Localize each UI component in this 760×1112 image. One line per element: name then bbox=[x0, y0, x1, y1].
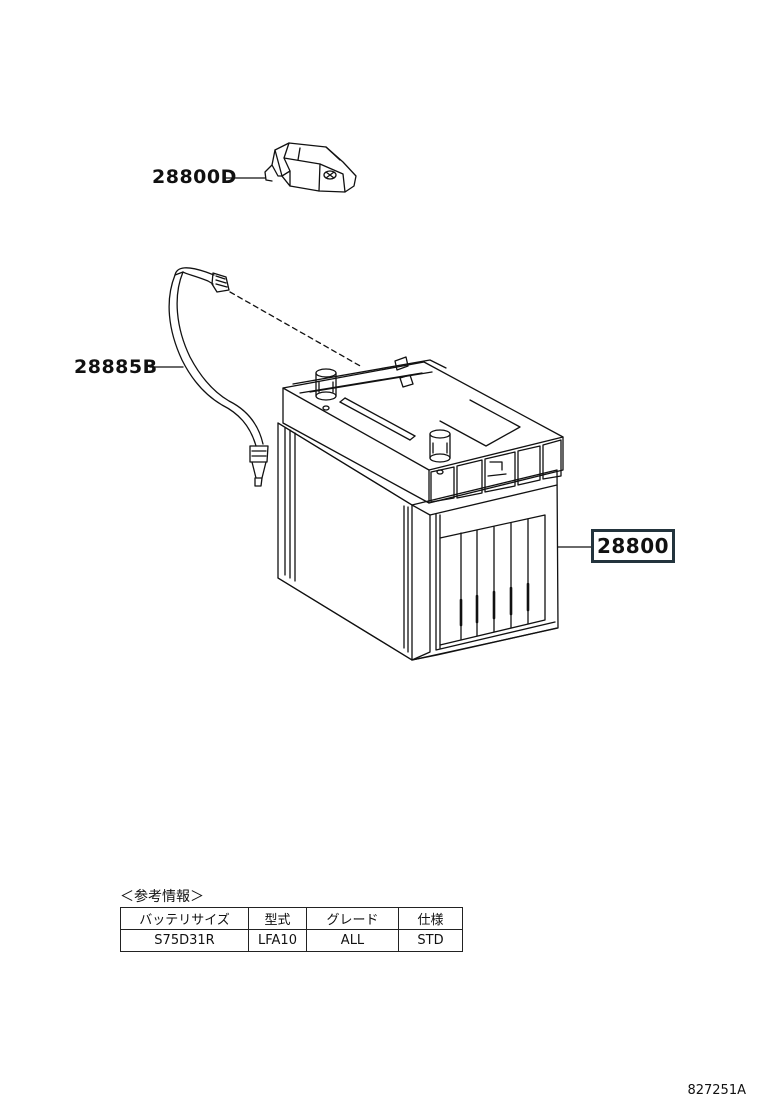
cell-spec: STD bbox=[398, 929, 463, 952]
battery-drawing bbox=[277, 356, 564, 661]
part-label-28885b[interactable]: 28885B bbox=[74, 356, 158, 378]
reference-info-table: バッテリサイズ 型式 グレード 仕様 S75D31R LFA10 ALL STD bbox=[120, 907, 463, 952]
hose-routing-dashed-line bbox=[229, 291, 363, 368]
cell-grade: ALL bbox=[306, 929, 399, 952]
header-battery-size: バッテリサイズ bbox=[120, 907, 249, 930]
diagram-id: 827251A bbox=[687, 1083, 746, 1098]
reference-info-title: ＜参考情報＞ bbox=[120, 889, 204, 905]
cell-battery-size: S75D31R bbox=[120, 929, 249, 952]
vent-hose-drawing bbox=[168, 267, 269, 487]
reference-data-row: S75D31R LFA10 ALL STD bbox=[120, 929, 463, 952]
part-label-28800-highlighted[interactable]: 28800 bbox=[591, 529, 675, 563]
cell-model-type: LFA10 bbox=[248, 929, 307, 952]
battery-clamp-cover-drawing bbox=[264, 142, 357, 193]
reference-header-row: バッテリサイズ 型式 グレード 仕様 bbox=[120, 907, 463, 930]
header-spec: 仕様 bbox=[398, 907, 463, 930]
header-grade: グレード bbox=[306, 907, 399, 930]
part-label-28800d[interactable]: 28800D bbox=[152, 166, 237, 188]
header-model-type: 型式 bbox=[248, 907, 307, 930]
